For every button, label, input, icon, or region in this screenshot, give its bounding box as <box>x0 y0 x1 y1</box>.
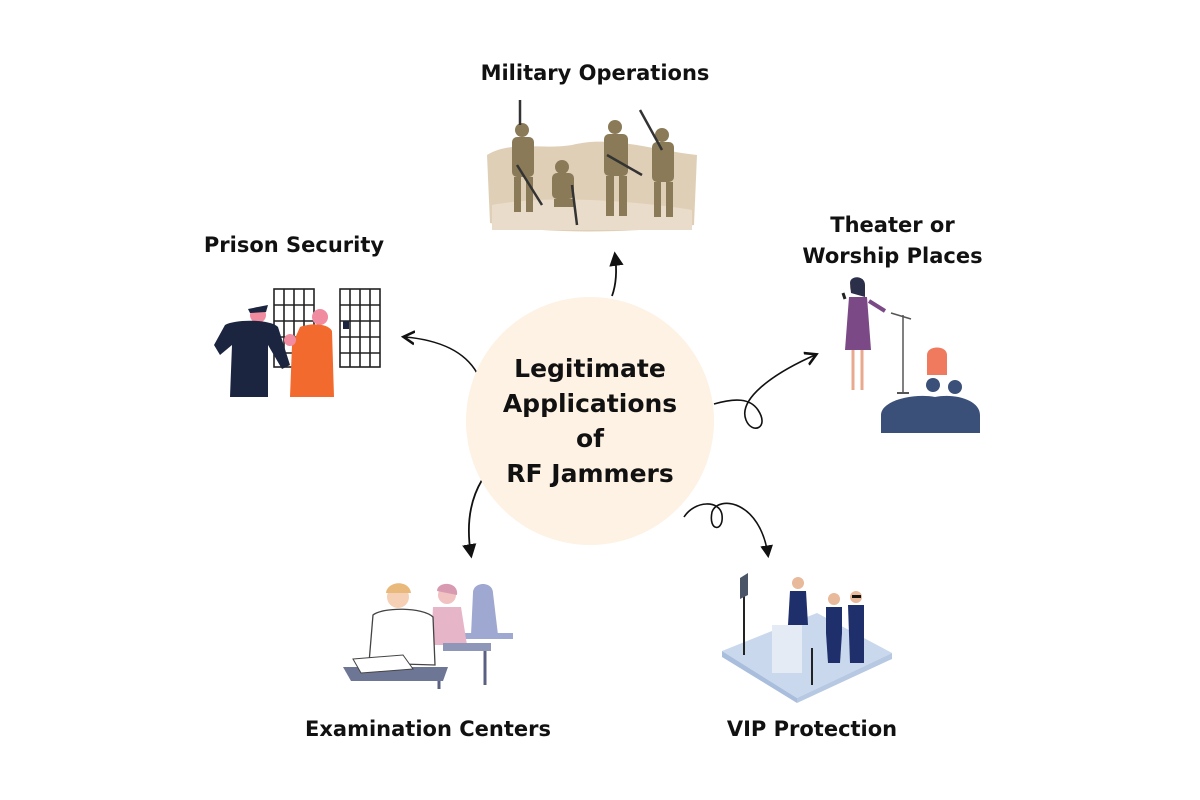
theater-label-line: Theater or <box>830 213 955 237</box>
examination-centers-label: Examination Centers <box>305 717 551 741</box>
central-topic-text: Legitimate Applications of RF Jammers <box>490 351 690 491</box>
central-topic-line: RF Jammers <box>506 459 674 488</box>
military-operations-label: Military Operations <box>480 61 710 85</box>
arrow-to-military <box>609 251 624 297</box>
arrow-to-theater <box>713 355 815 429</box>
soldiers-illustration <box>487 100 697 232</box>
central-topic-line: Legitimate <box>514 354 666 383</box>
theater-worship-label: Theater or Worship Places <box>790 210 995 272</box>
central-topic-line: Applications of <box>502 389 678 453</box>
prison-illustration <box>214 288 381 397</box>
exam-students-illustration <box>343 583 513 689</box>
arrow-to-exam <box>462 479 483 559</box>
vip-protection-illustration <box>722 573 892 703</box>
theater-speaker-illustration <box>841 277 980 433</box>
theater-label-line: Worship Places <box>802 244 983 268</box>
central-topic-circle: Legitimate Applications of RF Jammers <box>466 297 714 545</box>
arrow-to-vip <box>683 502 773 559</box>
vip-protection-label: VIP Protection <box>726 717 898 741</box>
arrow-to-prison <box>405 337 478 374</box>
prison-security-label: Prison Security <box>203 233 385 257</box>
